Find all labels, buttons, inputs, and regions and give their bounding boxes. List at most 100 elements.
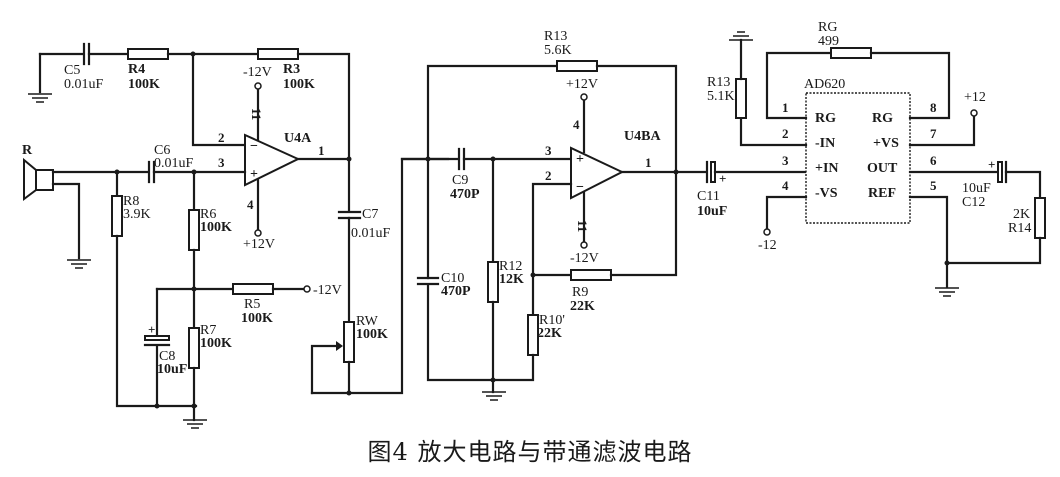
chip-left-pin-label: -IN [815, 136, 835, 151]
c7-label: C7 [362, 207, 378, 222]
u4a-pin2: 2 [218, 130, 225, 145]
c6-value: 0.01uF [154, 156, 194, 171]
ground-icon [67, 259, 91, 269]
capacitor-c12: + [988, 157, 1008, 184]
svg-text:+: + [148, 322, 155, 337]
capacitor-c10 [416, 276, 440, 286]
opamp-u4ba: + − [570, 146, 625, 200]
chip-vpos: +12 [964, 90, 986, 105]
chip-right-pin-label: OUT [867, 161, 898, 176]
stage3-instrumentation-amp: AD620 RG -IN +IN -VS 1 2 3 4 RG +VS OUT … [707, 20, 1046, 297]
circuit-schematic: C5 0.01uF R4 100K R3 100K 2 − + U4A -12V… [22, 20, 1046, 429]
resistor-r14 [1034, 197, 1046, 239]
chip-left-pin-num: 2 [782, 126, 789, 141]
u4ba-label: U4BA [624, 129, 661, 144]
rw-label: RW [356, 314, 379, 329]
resistor-r4 [127, 48, 169, 60]
ground-icon [482, 391, 506, 401]
c6-label: C6 [154, 143, 170, 158]
c8-value: 10uF [157, 362, 187, 377]
ground-icon [28, 93, 52, 103]
u4ba-pin4: 4 [573, 117, 580, 132]
r12-label: R12 [499, 259, 522, 274]
ground-icon [183, 419, 207, 429]
capacitor-c11: + [705, 160, 726, 186]
potentiometer-rw [343, 321, 355, 363]
chip-left-pin-num: 3 [782, 153, 789, 168]
resistor-r5 [232, 283, 274, 295]
ground-icon [935, 287, 959, 297]
r5-label: R5 [244, 297, 260, 312]
c12-value: 10uF [962, 181, 991, 196]
supply-terminal [254, 82, 262, 90]
r10-value: 22K [537, 326, 562, 341]
r3-label: R3 [283, 62, 300, 77]
u4a-pin11: 11 [249, 108, 264, 120]
chip-right-pin-num: 7 [930, 126, 937, 141]
svg-text:+: + [576, 152, 584, 167]
c10-value: 470P [441, 284, 471, 299]
u4a-pin4: 4 [247, 197, 254, 212]
u4ba-vneg: -12V [570, 251, 599, 266]
r14-label: R14 [1008, 221, 1031, 236]
r13a-label: R13 [544, 29, 567, 44]
resistor-r6 [188, 209, 200, 251]
stage1-amplifier: C5 0.01uF R4 100K R3 100K 2 − + U4A -12V… [22, 42, 450, 429]
u4a-pin3: 3 [218, 155, 225, 170]
r5-value: 100K [241, 311, 273, 326]
resistor-r8 [111, 195, 123, 237]
u4ba-vpos: +12V [566, 77, 598, 92]
r4-value: 100K [128, 77, 160, 92]
u4a-vneg: -12V [243, 65, 272, 80]
chip-left-pin-num: 1 [782, 100, 789, 115]
chip-right-pin-label: RG [872, 111, 893, 126]
r9-value: 22K [570, 299, 595, 314]
u4a-pin1: 1 [318, 143, 325, 158]
rw-value: 100K [356, 327, 388, 342]
c11-value: 10uF [697, 204, 727, 219]
svg-text:+: + [988, 157, 995, 172]
rg-value: 499 [818, 34, 839, 49]
resistor-r13-5.6k [556, 60, 598, 72]
r14-value: 2K [1013, 207, 1030, 222]
r9-label: R9 [572, 285, 588, 300]
c8-label: C8 [159, 349, 175, 364]
svg-text:+: + [250, 167, 258, 182]
chip-left-pin-label: +IN [815, 161, 839, 176]
chip-left-pin-label: RG [815, 111, 836, 126]
r4-label: R4 [128, 62, 145, 77]
ground-icon [729, 31, 753, 41]
c10-label: C10 [441, 271, 464, 286]
r3-value: 100K [283, 77, 315, 92]
rg-label: RG [818, 20, 837, 35]
figure-caption: 图4 放大电路与带通滤波电路 [367, 438, 693, 466]
r7-label: R7 [200, 323, 216, 338]
c5-value: 0.01uF [64, 77, 104, 92]
input-label: R [22, 143, 33, 158]
u4ba-pin3: 3 [545, 143, 552, 158]
chip-vneg: -12 [758, 238, 777, 253]
resistor-r7 [188, 327, 200, 369]
r5-supply: -12V [313, 283, 342, 298]
chip-left-pin-num: 4 [782, 178, 789, 193]
u4a-label: U4A [284, 131, 312, 146]
resistor-r3 [257, 48, 299, 60]
chip-right-pin-label: REF [868, 186, 896, 201]
r13a-value: 5.6K [544, 43, 572, 58]
chip-name: AD620 [804, 77, 845, 92]
resistor-rg [830, 47, 872, 59]
stage2-bandpass-filter: R13 5.6K C9 470P 3 + − U4BA +12V 4 -12V … [400, 29, 727, 401]
c7-value: 0.01uF [351, 226, 391, 241]
c5-label: C5 [64, 63, 80, 78]
chip-right-pin-label: +VS [873, 136, 899, 151]
svg-text:−: − [576, 180, 584, 195]
r8-value: 3.9K [123, 207, 151, 222]
chip-right-pin-num: 5 [930, 178, 937, 193]
r13b-label: R13 [707, 75, 730, 90]
r7-value: 100K [200, 336, 232, 351]
r13b-value: 5.1K [707, 89, 735, 104]
svg-text:−: − [250, 139, 258, 154]
u4ba-pin2: 2 [545, 168, 552, 183]
svg-text:+: + [719, 171, 726, 186]
ad620-chip [805, 92, 911, 224]
